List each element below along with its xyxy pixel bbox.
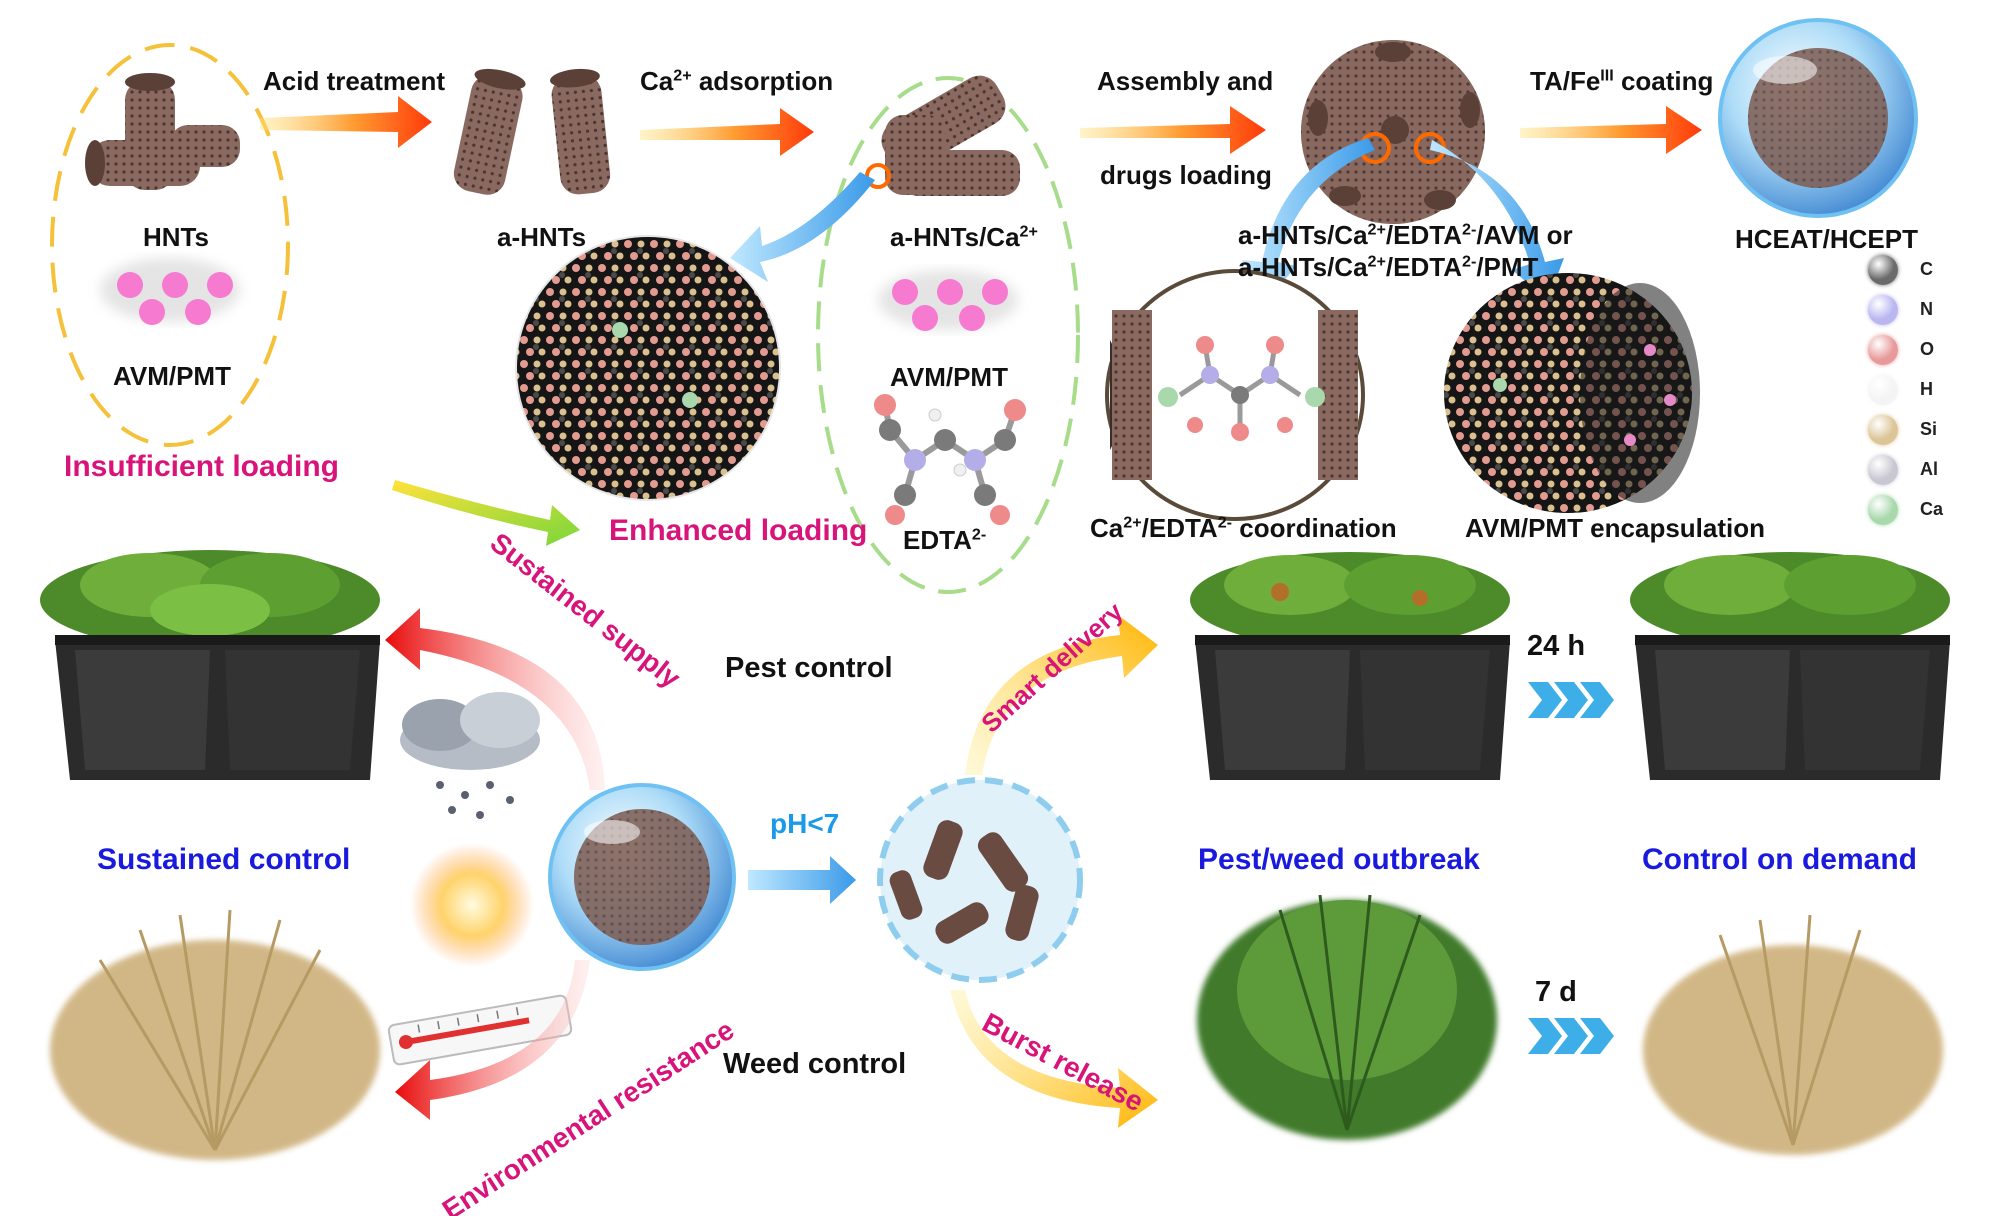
legend-label-n: N [1920, 299, 1933, 319]
acid-treatment-label: Acid treatment [263, 66, 446, 96]
plant-tray-controlled-icon [1630, 552, 1950, 780]
legend-swatch-al [1868, 455, 1898, 485]
combo-label-line2: a-HNTs/Ca2+/EDTA2-/PMT [1238, 252, 1539, 282]
zoom-arrow-coordination [1242, 138, 1375, 300]
burst-release-arrow [950, 990, 1158, 1128]
a-hnts-ca-label: a-HNTs/Ca2+ [890, 222, 1038, 252]
legend-swatch-o [1868, 335, 1898, 365]
thermometer-icon [387, 994, 573, 1066]
smart-delivery-arrow [965, 615, 1158, 775]
time-7d-label: 7 d [1535, 976, 1577, 1008]
legend-swatch-n [1868, 295, 1898, 325]
smart-delivery-label: Smart delivery [975, 596, 1129, 739]
hceat-sphere-icon [1718, 18, 1918, 218]
zoom-arrow-encapsulation [1430, 140, 1564, 300]
plant-tray-left-icon [40, 550, 380, 780]
drug-molecules-mid-icon [878, 270, 1018, 331]
lattice-circle-left [515, 235, 781, 501]
drug-left-label: AVM/PMT [113, 361, 231, 391]
sustained-control-label: Sustained control [97, 843, 351, 876]
enhanced-loading-label: Enhanced loading [609, 514, 868, 547]
chevron-24h-icon [1528, 682, 1614, 718]
edta-molecule-icon [882, 402, 1018, 498]
legend-swatch-c [1868, 255, 1898, 285]
legend-swatch-h [1868, 375, 1898, 405]
coating-arrow [1520, 106, 1702, 154]
legend-label-o: O [1920, 339, 1935, 359]
ph-arrow [748, 856, 856, 904]
pest-control-label: Pest control [725, 652, 893, 684]
hceat-label: HCEAT/HCEPT [1735, 224, 1918, 254]
a-hnts-ca-tubes-icon [865, 75, 1020, 196]
rain-cloud-icon [400, 692, 540, 819]
assembled-cluster-icon [1301, 40, 1485, 224]
outbreak-label: Pest/weed outbreak [1198, 843, 1480, 876]
hnts-tubes-icon [85, 73, 240, 190]
coordination-label: Ca2+/EDTA2- coordination [1090, 513, 1397, 543]
assembly-arrow [1080, 106, 1266, 154]
plant-tray-outbreak-icon [1190, 552, 1510, 780]
encapsulation-circle [1444, 273, 1700, 513]
hnts-dashed-ellipse [50, 43, 290, 447]
coating-label: TA/FeIII coating [1530, 66, 1714, 96]
env-resistance-arrow [395, 960, 590, 1120]
insufficient-loading-label: Insufficient loading [64, 450, 339, 483]
legend-label-c: C [1920, 259, 1933, 279]
assembly-label-line1: Assembly and [1097, 66, 1274, 96]
center-sphere-icon [548, 783, 736, 971]
control-on-demand-label: Control on demand [1642, 843, 1917, 876]
legend-label-h: H [1920, 379, 1933, 399]
dry-grass-left-icon [50, 909, 380, 1160]
legend-label-ca: Ca [1920, 499, 1944, 519]
legend-swatch-ca [1868, 495, 1898, 525]
assembly-label-line2: drugs loading [1100, 160, 1272, 190]
ca-adsorption-arrow [640, 108, 814, 156]
legend-swatch-si [1868, 415, 1898, 445]
improvement-arrow [392, 480, 580, 546]
a-hnts-label: a-HNTs [497, 222, 587, 252]
ph-label: pH<7 [770, 808, 840, 839]
ca-adsorption-label: Ca2+ adsorption [640, 66, 834, 96]
green-grass-icon [1197, 894, 1497, 1140]
sustained-supply-arrow [385, 608, 605, 790]
zoom-arrow-left [730, 172, 875, 282]
enhanced-dashed-ellipse [816, 76, 1080, 594]
coordination-circle [1105, 269, 1365, 521]
combo-label-line1: a-HNTs/Ca2+/EDTA2-/AVM or [1238, 220, 1573, 250]
time-24h-label: 24 h [1527, 630, 1586, 662]
edta-atoms-icon [874, 394, 1026, 525]
acid-arrow [260, 96, 432, 148]
dry-grass-right-icon [1643, 914, 1943, 1155]
legend-label-si: Si [1920, 419, 1938, 439]
burst-splash-icon [877, 777, 1083, 983]
sun-icon [410, 843, 534, 967]
a-hnts-tubes-icon [453, 68, 611, 195]
drug-molecules-left-icon [100, 258, 240, 325]
chevron-7d-icon [1528, 1018, 1614, 1054]
edta-label: EDTA2- [903, 525, 987, 555]
hnts-label: HNTs [143, 222, 209, 252]
legend-label-al: Al [1920, 459, 1938, 479]
encapsulation-label: AVM/PMT encapsulation [1465, 513, 1765, 543]
weed-control-label: Weed control [723, 1048, 907, 1080]
drug-mid-label: AVM/PMT [890, 362, 1008, 392]
